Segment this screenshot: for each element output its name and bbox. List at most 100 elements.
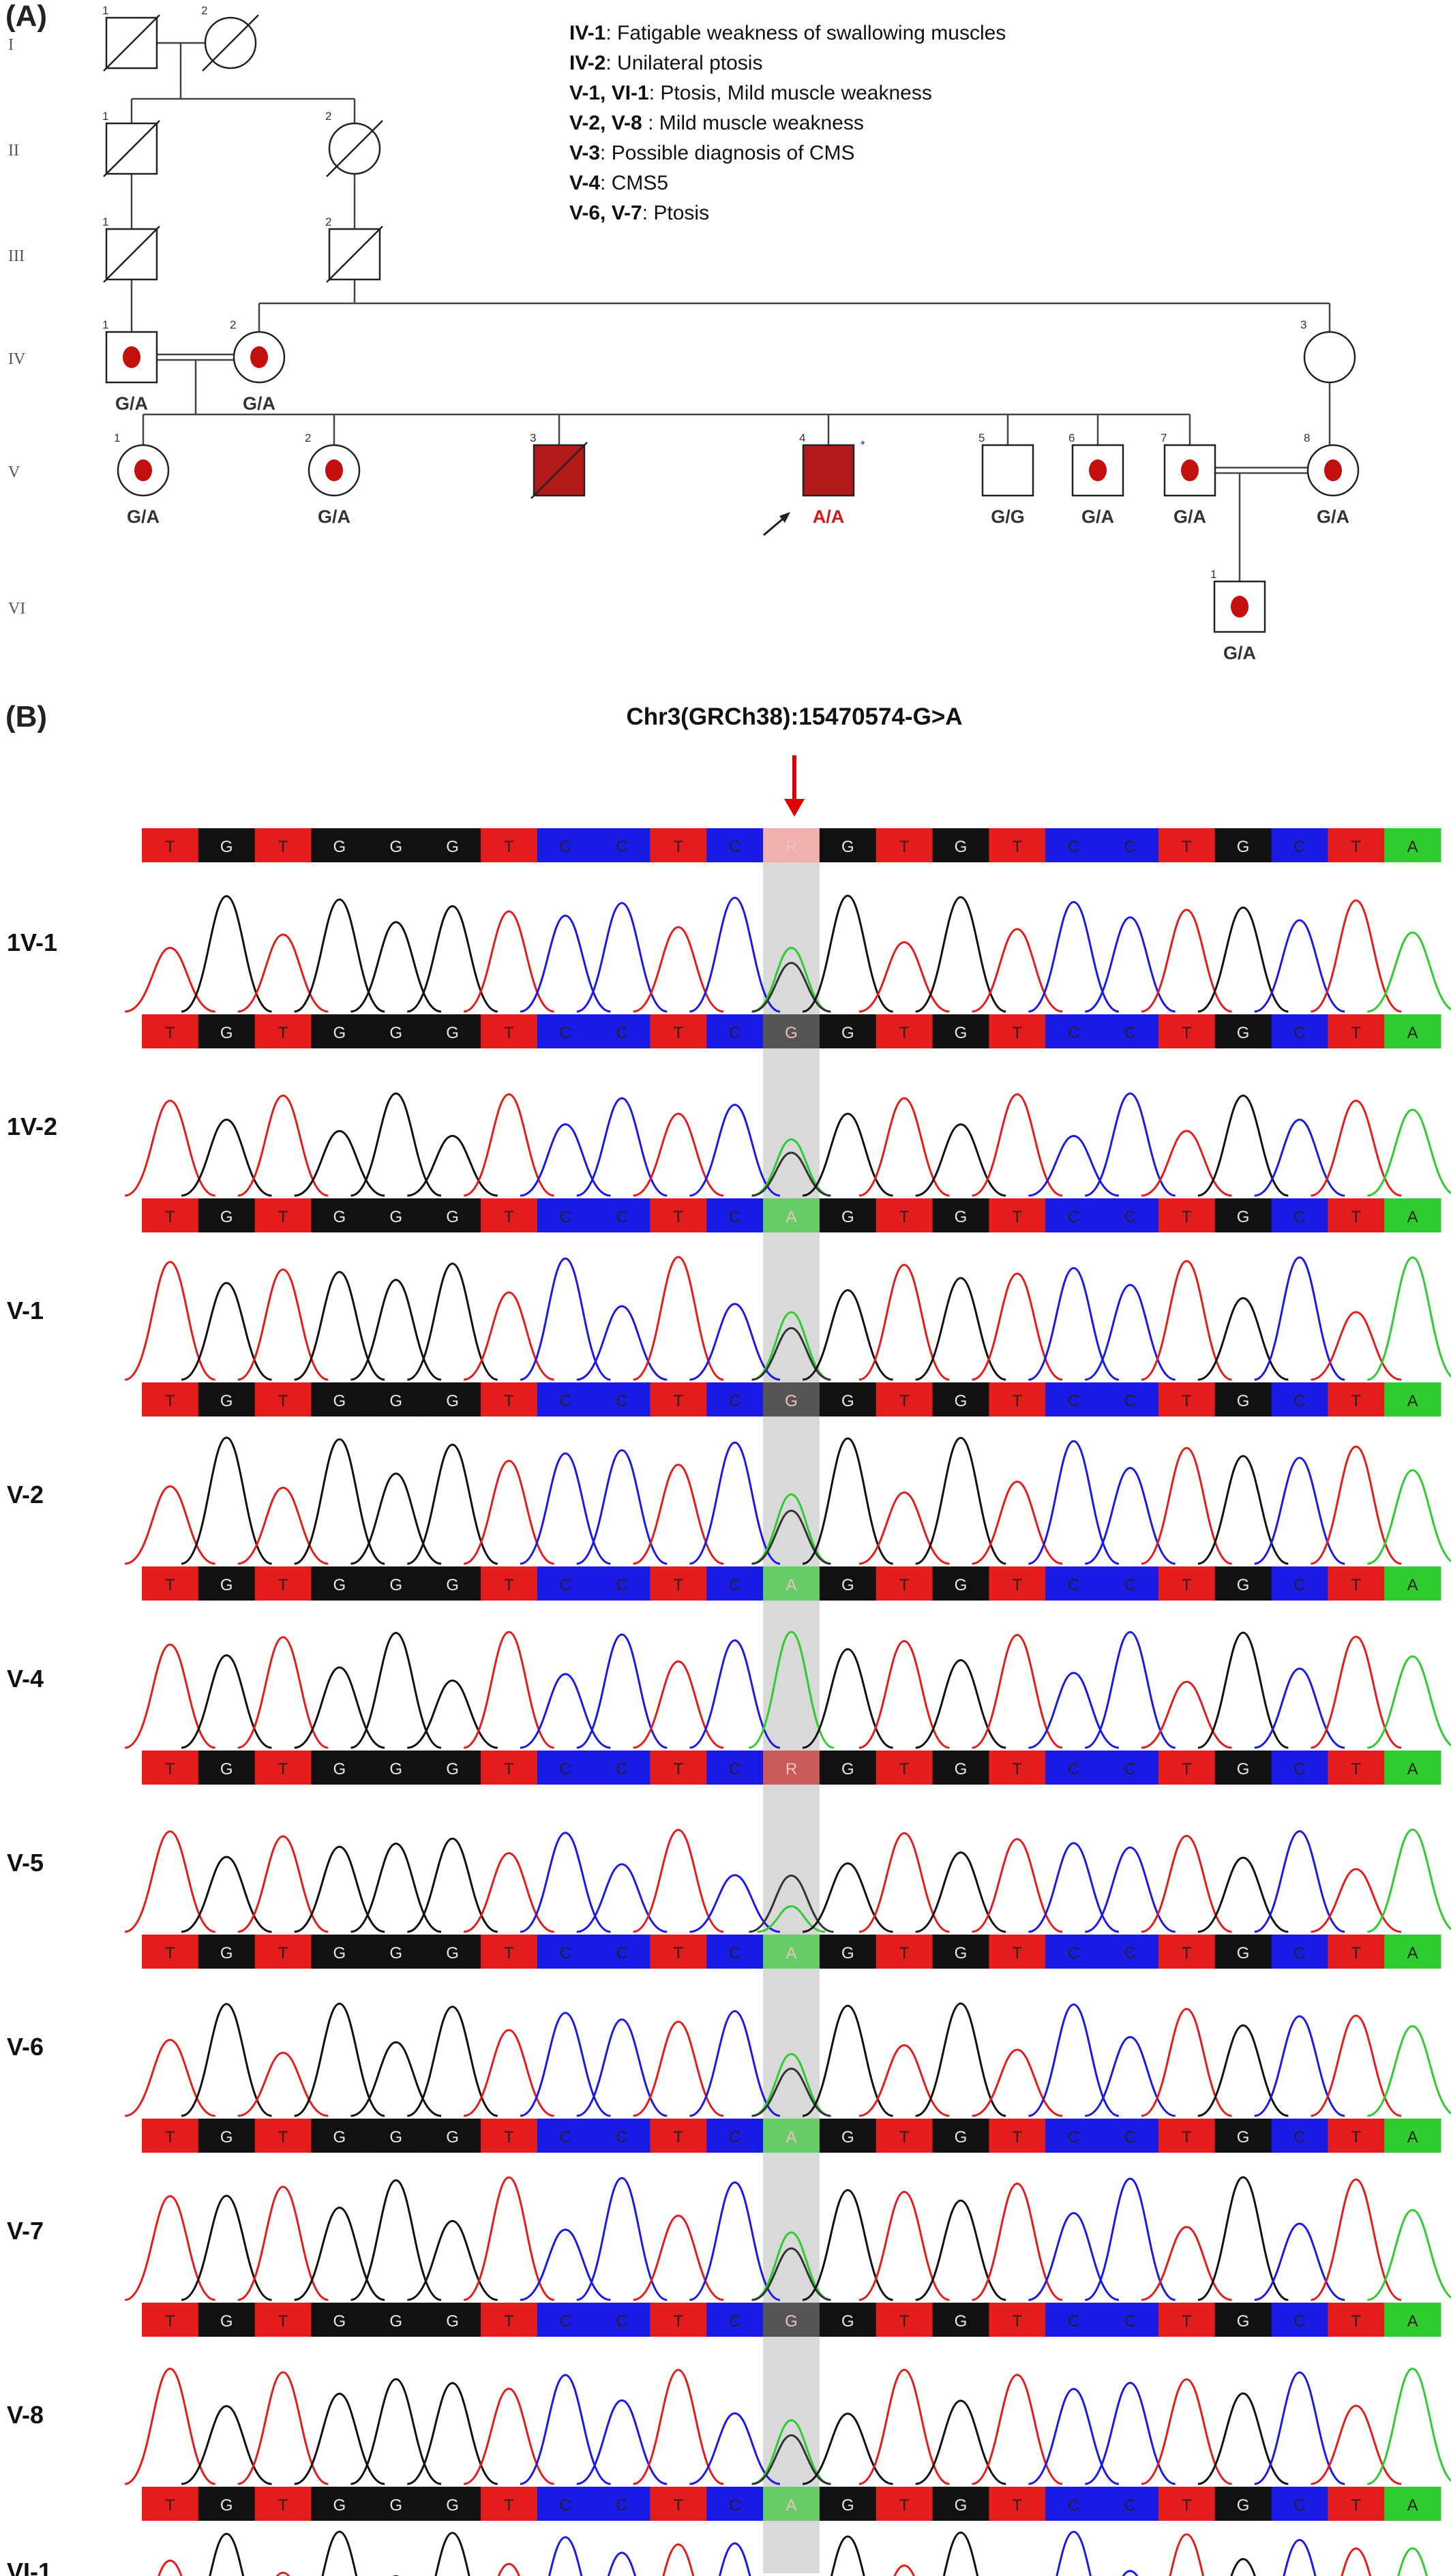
base-letter: T: [1012, 1576, 1022, 1594]
chromatogram-peak: [406, 905, 498, 1013]
base-letter: C: [1293, 1944, 1305, 1963]
base-letter: C: [616, 2128, 627, 2147]
chromatogram-peak: [350, 1631, 442, 1749]
base-letter: C: [729, 2128, 741, 2147]
base-letter: G: [785, 2312, 798, 2331]
chromatogram-peak: [520, 1123, 611, 1197]
chromatogram-peak: [751, 2419, 831, 2485]
base-cell: [480, 1935, 538, 1969]
chromatogram-peak: [434, 2532, 470, 2576]
base-cell: [424, 2487, 481, 2521]
base-letter: C: [1293, 838, 1305, 856]
base-cell: [650, 1935, 707, 1969]
base-letter: T: [1351, 1760, 1361, 1778]
individual-v-4: 4A/A*: [763, 431, 865, 536]
base-letter: G: [333, 2496, 346, 2515]
base-letter: C: [1293, 1392, 1305, 1410]
base-letter: C: [616, 1944, 627, 1963]
base-cell: [480, 1751, 538, 1785]
chromatogram-peak: [751, 1493, 831, 1565]
base-cell: [142, 2119, 199, 2153]
legend-ids: V-3: [569, 142, 600, 164]
chromatogram-peak: [1311, 1635, 1402, 1749]
base-letter: T: [1012, 2312, 1022, 2331]
base-letter: G: [1237, 1576, 1250, 1594]
base-letter: T: [165, 1944, 175, 1963]
base-cell: [142, 2487, 199, 2521]
base-letter: G: [333, 1576, 346, 1594]
base-cell: [198, 1566, 256, 1601]
base-letter: G: [446, 838, 459, 856]
chromatogram-peak: [350, 1092, 442, 1197]
base-cell: [819, 1014, 877, 1048]
chromatogram-peak: [633, 1256, 724, 1381]
individual-number: 2: [325, 215, 331, 228]
base-cell: [368, 2303, 425, 2337]
base-letter: G: [1237, 2496, 1250, 2515]
chromatogram-peak: [350, 2378, 442, 2485]
base-letter: C: [1293, 2128, 1305, 2147]
base-letter: T: [504, 1208, 514, 1226]
base-cell: [650, 1751, 707, 1785]
base-letter: G: [220, 1944, 233, 1963]
chromatogram-peak: [576, 2018, 668, 2117]
base-letter: T: [674, 838, 684, 856]
chromatogram-peak: [751, 1138, 831, 1197]
chromatogram-peak: [1311, 1100, 1402, 1197]
sample-label: V-2: [7, 1481, 44, 1509]
base-cell: [1045, 2487, 1103, 2521]
base-cell: [254, 2119, 312, 2153]
chromatogram-peak: [1141, 1680, 1232, 1749]
individual-number: 6: [1068, 431, 1075, 444]
base-cell: [1328, 828, 1385, 862]
chromatogram-peak: [858, 1263, 950, 1381]
base-cell: [706, 1382, 764, 1416]
base-cell: [819, 1751, 877, 1785]
legend-desc: : Ptosis: [642, 202, 709, 224]
base-cell: [706, 1935, 764, 1969]
chromatogram-peak: [576, 1863, 668, 1933]
base-letter: T: [1351, 1944, 1361, 1963]
chromatogram-peak: [406, 2382, 498, 2485]
base-cell: [1102, 1566, 1159, 1601]
base-letter: G: [446, 1208, 459, 1226]
base-cell: [1045, 1935, 1103, 1969]
base-cell: [1384, 2487, 1441, 2521]
base-letter: T: [899, 1208, 910, 1226]
genotype-label: G/A: [1173, 506, 1206, 527]
chromatogram-peak: [520, 1257, 611, 1381]
base-cell: [1384, 1935, 1441, 1969]
base-letter: T: [1351, 2128, 1361, 2147]
chromatogram-peak: [463, 1291, 554, 1381]
base-cell: [763, 1198, 820, 1232]
base-cell: [311, 1014, 368, 1048]
base-letter: T: [674, 1576, 684, 1594]
chromatogram-peak: [1254, 1119, 1345, 1197]
base-cell: [819, 1382, 877, 1416]
base-cell: [1214, 1935, 1272, 1969]
base-letter: T: [504, 1024, 514, 1042]
base-letter: G: [446, 1944, 459, 1963]
chromatogram-peak: [633, 1112, 724, 1197]
generation-label: IV: [8, 350, 26, 368]
chromatogram-peak: [893, 2564, 915, 2576]
base-cell: [876, 1751, 933, 1785]
base-cell: [1045, 1566, 1103, 1601]
base-cell: [650, 1382, 707, 1416]
base-cell: [198, 1751, 256, 1785]
chromatogram-peak: [1197, 1455, 1289, 1565]
variant-highlight-column: [763, 855, 820, 2573]
base-cell: [198, 1198, 256, 1232]
chromatogram-row-vi-1: VI-1: [7, 2530, 1428, 2576]
chromatogram-peak: [689, 1639, 781, 1749]
base-letter: A: [786, 1208, 796, 1226]
base-cell: [1214, 2303, 1272, 2337]
chromatogram-peak: [751, 2434, 831, 2485]
male-symbol: [802, 444, 855, 497]
base-letter: C: [616, 2312, 627, 2331]
base-letter: C: [729, 2312, 741, 2331]
chromatogram-peak: [718, 2542, 751, 2576]
individual-iv-3: 3: [1300, 318, 1356, 384]
genotype-label: G/A: [1081, 506, 1114, 527]
